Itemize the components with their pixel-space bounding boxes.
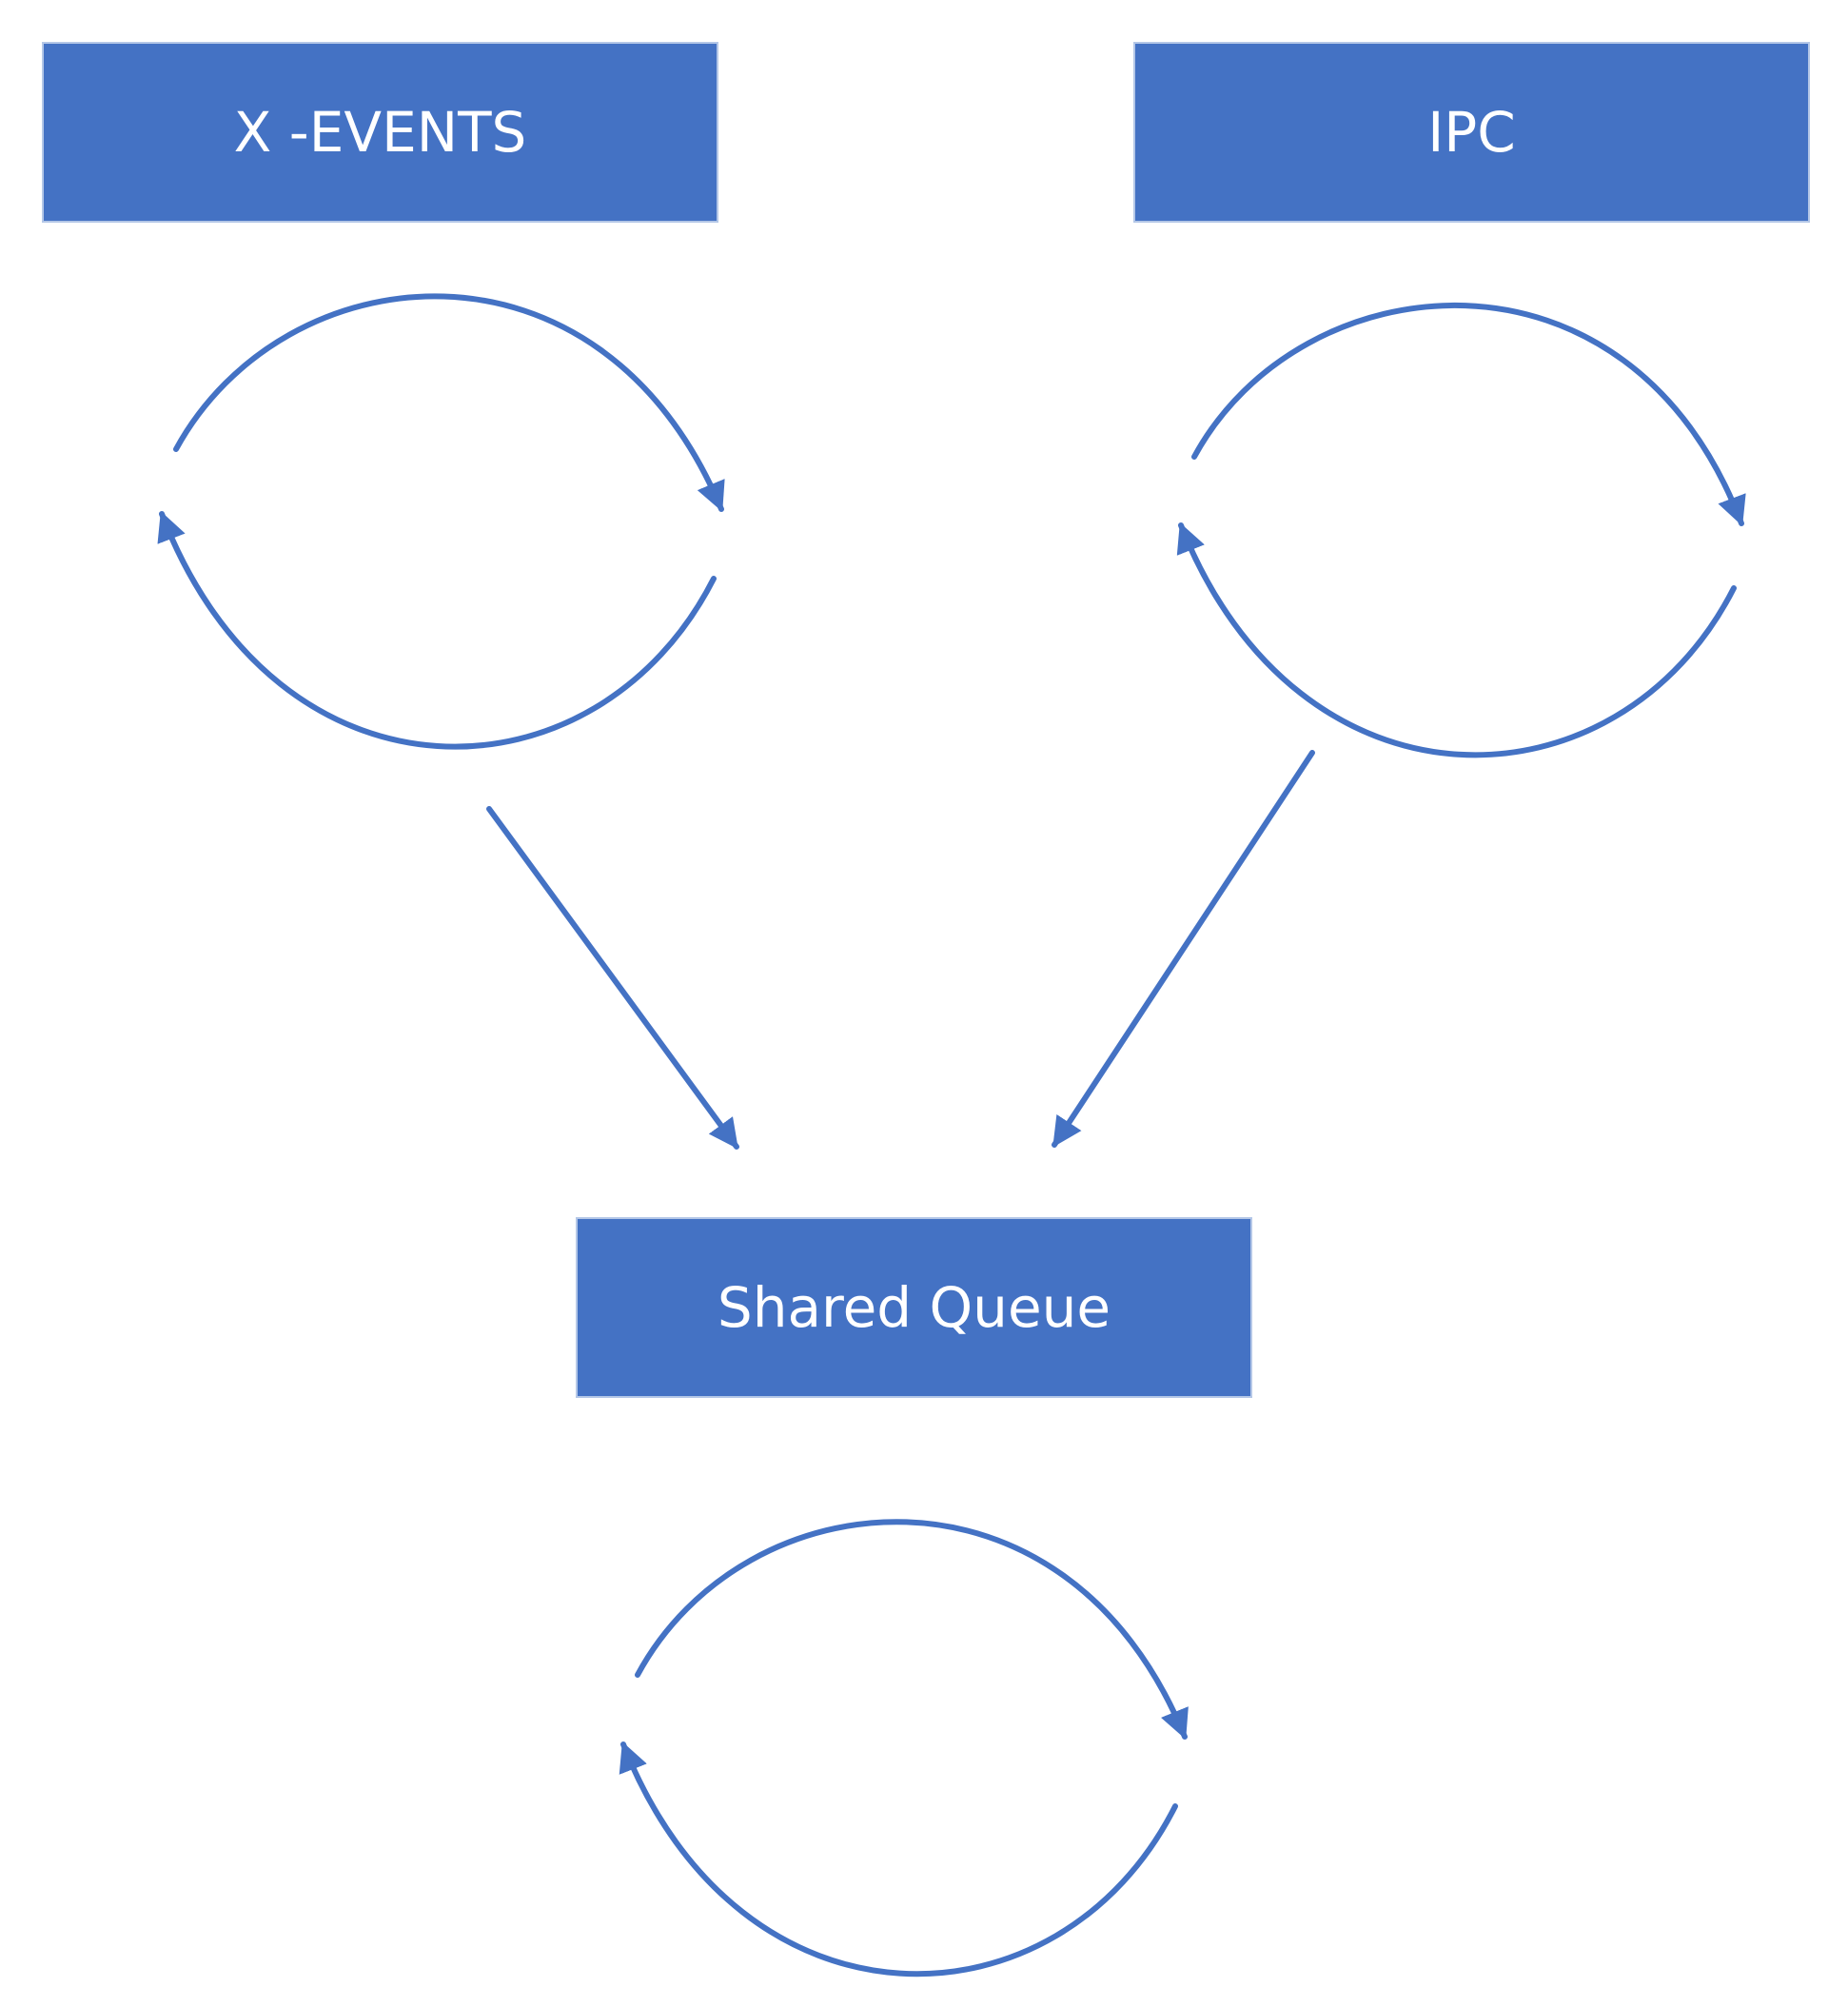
ipc-box: IPC xyxy=(1133,42,1810,223)
xevents-cycle-loop xyxy=(157,293,725,750)
ipc-cycle-top-arc xyxy=(1191,302,1746,526)
xevents-label: X -EVENTS xyxy=(233,100,527,165)
ipc-cycle-bottom-arc xyxy=(1176,522,1737,758)
shared-queue-label: Shared Queue xyxy=(717,1275,1111,1340)
ipc-label: IPC xyxy=(1427,100,1516,165)
shared-queue-box: Shared Queue xyxy=(576,1217,1252,1398)
xevents-cycle-bottom-arc xyxy=(157,511,717,750)
queue-cycle-loop xyxy=(619,1519,1189,1977)
ipc-to-queue-arrow xyxy=(1052,750,1315,1148)
ipc-cycle-loop xyxy=(1176,302,1746,758)
xevents-box: X -EVENTS xyxy=(42,42,718,223)
queue-cycle-bottom-arc xyxy=(619,1741,1178,1977)
xevents-to-queue-arrow xyxy=(486,806,739,1150)
xevents-cycle-top-arc xyxy=(173,293,725,512)
queue-cycle-top-arc xyxy=(635,1519,1189,1740)
